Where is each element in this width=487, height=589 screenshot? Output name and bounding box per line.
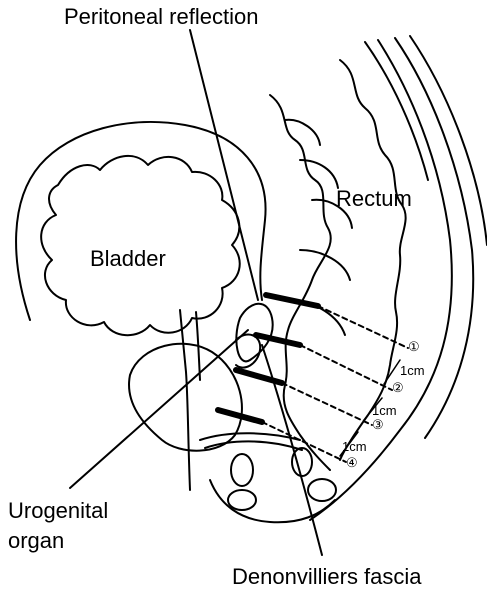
spacing-label-1: 1cm (400, 364, 425, 377)
pelvic-wall-outline-3 (410, 36, 487, 245)
peritoneal-reflection-label: Peritoneal reflection (64, 6, 258, 28)
rectum-haustra-4 (300, 250, 350, 280)
rectum-left-wall (270, 95, 331, 470)
denonvilliers-label: Denonvilliers fascia (232, 566, 422, 588)
urogenital-label-line2: organ (8, 530, 64, 552)
level-marker-4: ④ (346, 456, 358, 469)
muscle-cross-section-1 (231, 454, 253, 486)
bladder-neck (180, 310, 190, 490)
abdominal-wall (16, 122, 265, 320)
pelvic-wall-outline (310, 40, 452, 520)
bladder-label: Bladder (90, 248, 166, 270)
muscle-cross-section-2 (228, 490, 256, 510)
pelvic-floor (200, 433, 300, 440)
level-marker-1: ① (408, 340, 420, 353)
spacing-label-3: 1cm (342, 440, 367, 453)
seminal-vesicle-2 (236, 335, 260, 368)
rectum-haustra-1 (285, 120, 320, 145)
denonvilliers-pointer (262, 345, 322, 555)
level-3-solid (236, 370, 282, 383)
rectum-right-wall (340, 60, 406, 460)
peritoneal-reflection-pointer (190, 30, 258, 300)
level-2-dashed (300, 345, 392, 390)
pelvic-wall-outline-2 (395, 38, 473, 438)
level-1-solid (266, 295, 318, 306)
level-2-solid (256, 335, 300, 345)
muscle-cross-section-4 (308, 479, 336, 501)
level-1-dashed (318, 306, 408, 348)
level-3-dashed (282, 383, 372, 425)
spacing-label-2: 1cm (372, 404, 397, 417)
rectum-label: Rectum (336, 188, 412, 210)
pelvic-wall-outline-4 (365, 42, 428, 180)
level-marker-3: ③ (372, 418, 384, 431)
urogenital-label-line1: Urogenital (8, 500, 108, 522)
level-4-dashed (262, 422, 346, 462)
level-marker-2: ② (392, 381, 404, 394)
